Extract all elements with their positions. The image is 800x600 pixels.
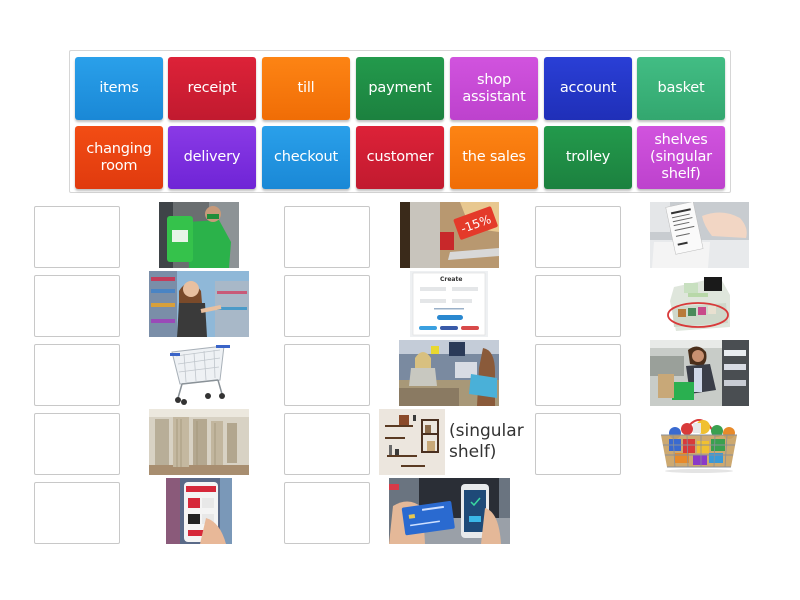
tile-label: shop assistant: [462, 71, 526, 105]
tile-receipt[interactable]: receipt: [168, 57, 256, 120]
drop-box-2[interactable]: [34, 275, 120, 337]
drop-box-13[interactable]: [535, 344, 621, 406]
tile-label: payment: [368, 80, 432, 96]
delivery-courier-image: [159, 202, 239, 268]
customer-shopping-image: [650, 340, 749, 406]
wall-shelves-image: [379, 409, 445, 475]
tile-label: delivery: [183, 149, 241, 165]
tile-till[interactable]: till: [262, 57, 350, 120]
tile-account[interactable]: account: [544, 57, 632, 120]
tile-items[interactable]: items: [75, 57, 163, 120]
tile-checkout[interactable]: checkout: [262, 126, 350, 189]
drop-box-1[interactable]: [34, 206, 120, 268]
cash-register-till-image: [660, 271, 738, 337]
tile-label: shelves (singular shelf): [650, 132, 712, 182]
tile-label: the sales: [462, 149, 526, 165]
drop-box-9[interactable]: [284, 413, 370, 475]
checkout-counter-image: [399, 340, 499, 406]
drop-box-14[interactable]: [535, 413, 621, 475]
shopping-trolley-image: [162, 340, 234, 406]
drop-box-5[interactable]: [34, 482, 120, 544]
tile-payment[interactable]: payment: [356, 57, 444, 120]
tile-customer[interactable]: customer: [356, 126, 444, 189]
tile-label: account: [559, 80, 617, 96]
tile-label: customer: [366, 149, 434, 165]
tile-changing-room[interactable]: changing room: [75, 126, 163, 189]
word-tile-bank: items receipt till payment shop assistan…: [69, 50, 731, 193]
tile-label: till: [297, 80, 315, 96]
changing-rooms-image: [149, 409, 249, 475]
create-account-form-image: Create: [410, 271, 488, 337]
drop-box-4[interactable]: [34, 413, 120, 475]
tile-label: checkout: [273, 149, 339, 165]
printed-receipt-image: [650, 202, 749, 268]
sale-discount-tag-image: -15%: [400, 202, 499, 268]
tile-label: basket: [657, 80, 705, 96]
tile-delivery[interactable]: delivery: [168, 126, 256, 189]
grocery-basket-image: [655, 409, 743, 475]
tile-the-sales[interactable]: the sales: [450, 126, 538, 189]
drop-box-6[interactable]: [284, 206, 370, 268]
tile-label: items: [99, 80, 139, 96]
tile-label: trolley: [565, 149, 611, 165]
tile-label: receipt: [187, 80, 237, 96]
form-title: Create: [440, 276, 462, 283]
drop-box-10[interactable]: [284, 482, 370, 544]
shop-assistant-image: [149, 271, 249, 337]
tile-trolley[interactable]: trolley: [544, 126, 632, 189]
tile-label: changing room: [86, 140, 152, 174]
card-phone-payment-image: [389, 478, 510, 544]
shelves-caption: (singular shelf): [449, 421, 524, 462]
drop-box-11[interactable]: [535, 206, 621, 268]
tile-shop-assistant[interactable]: shop assistant: [450, 57, 538, 120]
tile-shelves[interactable]: shelves (singular shelf): [637, 126, 725, 189]
tile-basket[interactable]: basket: [637, 57, 725, 120]
drop-box-8[interactable]: [284, 344, 370, 406]
shopping-app-phone-image: [166, 478, 232, 544]
drop-box-12[interactable]: [535, 275, 621, 337]
drop-box-7[interactable]: [284, 275, 370, 337]
drop-box-3[interactable]: [34, 344, 120, 406]
